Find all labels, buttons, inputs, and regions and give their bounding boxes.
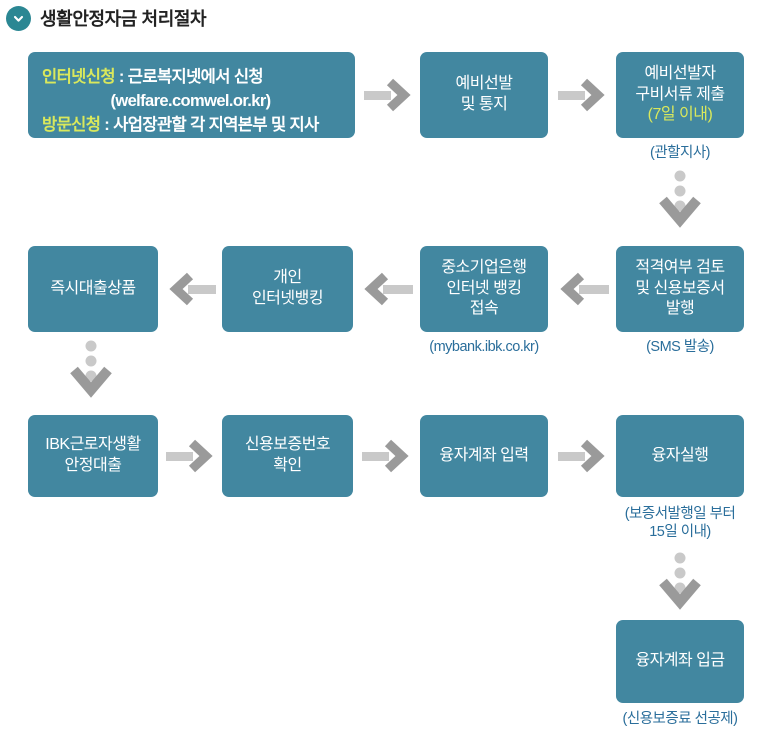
annotation-within-15-days: (보증서발행일 부터 15일 이내)	[624, 506, 736, 541]
arrow-right-icon	[362, 439, 414, 473]
node-ibk-worker-loan[interactable]: IBK근로자생활 안정대출	[28, 415, 158, 497]
intake-url-value: (welfare.comwel.or.kr)	[110, 91, 271, 110]
node-preliminary-selection-label: 예비선발 및 통지	[455, 75, 513, 113]
node-loan-account-deposit[interactable]: 융자계좌 입금	[616, 620, 744, 703]
node-personal-internet-banking-label: 개인 인터넷뱅킹	[251, 269, 324, 307]
page-header: 생활안정자금 처리절차	[6, 6, 207, 31]
intake-internet-value: 근로복지넷에서 신청	[127, 68, 264, 86]
intake-internet-sep: :	[114, 68, 128, 86]
intake-line-internet: 인터넷신청 : 근로복지넷에서 신청	[42, 66, 339, 90]
arrow-right-icon	[166, 439, 218, 473]
intake-visit-sep: :	[100, 115, 114, 134]
annotation-sms-sent: (SMS 발송)	[646, 339, 714, 355]
chevron-down-icon	[6, 6, 31, 31]
node-instant-loan-product[interactable]: 즉시대출상품	[28, 246, 158, 332]
arrow-left-icon	[165, 272, 217, 306]
intake-visit-value: 사업장관할 각 지역본부 및 지사	[113, 115, 319, 134]
node-instant-loan-product-label: 즉시대출상품	[50, 279, 136, 297]
node-eligibility-review[interactable]: 적격여부 검토 및 신용보증서 발행	[616, 246, 744, 332]
dotted-arrow-down-icon	[655, 552, 705, 614]
arrow-right-icon	[558, 439, 610, 473]
dotted-arrow-down-icon	[66, 340, 116, 402]
node-eligibility-review-label: 적격여부 검토 및 신용보증서 발행	[635, 258, 725, 318]
page-title: 생활안정자금 처리절차	[40, 8, 207, 29]
node-document-submission-text: 예비선발자 구비서류 제출 (7일 이내)	[616, 64, 744, 126]
doc-line1: 예비선발자	[644, 64, 716, 82]
arrow-left-icon	[556, 272, 610, 306]
node-loan-execution-label: 융자실행	[651, 446, 709, 464]
annotation-mybank-url: (mybank.ibk.co.kr)	[429, 339, 539, 355]
intake-line-visit: 방문신청 : 사업장관할 각 지역본부 및 지사	[42, 114, 339, 138]
node-ibk-worker-loan-label: IBK근로자생활 안정대출	[45, 436, 141, 474]
arrow-right-icon	[558, 78, 608, 112]
node-loan-account-entry-label: 융자계좌 입력	[439, 446, 529, 464]
arrow-left-icon	[360, 272, 414, 306]
intake-line-url: (welfare.comwel.or.kr)	[42, 90, 339, 114]
doc-line2: 구비서류 제출	[635, 85, 725, 103]
node-guarantee-number-check[interactable]: 신용보증번호 확인	[222, 415, 353, 497]
node-application-intake[interactable]: 인터넷신청 : 근로복지넷에서 신청 (welfare.comwel.or.kr…	[28, 52, 355, 138]
node-document-submission[interactable]: 예비선발자 구비서류 제출 (7일 이내)	[616, 52, 744, 138]
dotted-arrow-down-icon	[655, 170, 705, 232]
node-personal-internet-banking[interactable]: 개인 인터넷뱅킹	[222, 246, 353, 332]
arrow-right-icon	[364, 78, 414, 112]
annotation-jurisdiction-branch: (관할지사)	[649, 145, 711, 161]
node-loan-account-deposit-label: 융자계좌 입금	[635, 652, 725, 670]
doc-line3-deadline: (7일 이내)	[647, 106, 713, 124]
node-ibk-internet-banking-access-label: 중소기업은행 인터넷 뱅킹 접속	[441, 258, 527, 318]
node-guarantee-number-check-label: 신용보증번호 확인	[244, 436, 331, 474]
node-loan-execution[interactable]: 융자실행	[616, 415, 744, 497]
node-preliminary-selection[interactable]: 예비선발 및 통지	[420, 52, 548, 138]
node-ibk-internet-banking-access[interactable]: 중소기업은행 인터넷 뱅킹 접속	[420, 246, 548, 332]
annotation-guarantee-fee-prededuction: (신용보증료 선공제)	[622, 711, 738, 727]
intake-internet-label: 인터넷신청	[42, 68, 116, 86]
intake-visit-label: 방문신청	[42, 115, 101, 134]
node-loan-account-entry[interactable]: 융자계좌 입력	[420, 415, 548, 497]
